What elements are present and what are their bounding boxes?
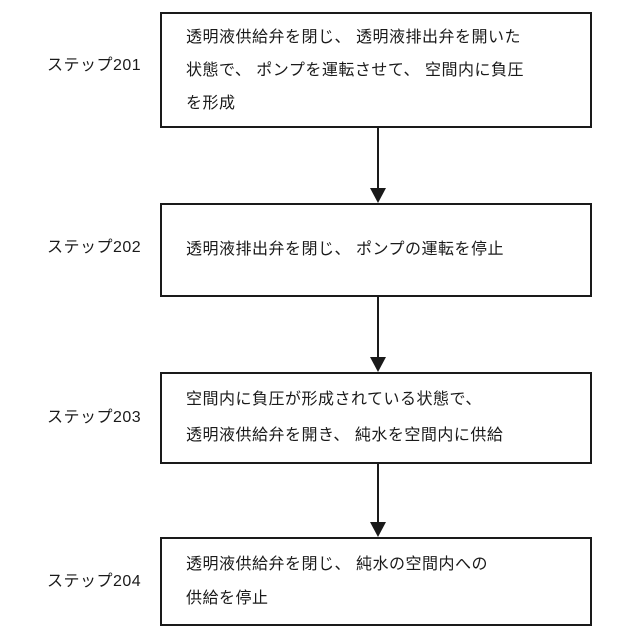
- process-box-203: 空間内に負圧が形成されている状態で、 透明液供給弁を開き、 純水を空間内に供給: [160, 372, 592, 464]
- box-text-line: 透明液排出弁を閉じ、 ポンプの運転を停止: [186, 241, 504, 258]
- arrowhead-down-icon: [370, 357, 386, 372]
- arrow-shaft: [377, 128, 379, 194]
- box-text-line: 透明液供給弁を閉じ、 透明液排出弁を開いた: [186, 28, 521, 46]
- box-text-line: 供給を停止: [186, 589, 269, 607]
- step-label-203: ステップ203: [47, 409, 142, 426]
- box-text-line: 状態で、 ポンプを運転させて、 空間内に負圧: [186, 61, 524, 79]
- arrow-shaft: [377, 297, 379, 363]
- box-text-line: を形成: [186, 94, 236, 112]
- box-text-line: 透明液供給弁を開き、 純水を空間内に供給: [186, 427, 504, 444]
- process-box-204: 透明液供給弁を閉じ、 純水の空間内への 供給を停止: [160, 537, 592, 626]
- arrowhead-down-icon: [370, 188, 386, 203]
- step-label-201: ステップ201: [47, 57, 142, 74]
- down-arrow-1: [369, 128, 387, 203]
- arrow-shaft: [377, 464, 379, 528]
- arrowhead-down-icon: [370, 522, 386, 537]
- box-text-line: 透明液供給弁を閉じ、 純水の空間内への: [186, 555, 488, 573]
- step-label-204: ステップ204: [47, 573, 142, 590]
- process-box-202: 透明液排出弁を閉じ、 ポンプの運転を停止: [160, 203, 592, 297]
- process-box-201: 透明液供給弁を閉じ、 透明液排出弁を開いた 状態で、 ポンプを運転させて、 空間…: [160, 12, 592, 128]
- down-arrow-2: [369, 297, 387, 372]
- step-label-202: ステップ202: [47, 239, 142, 256]
- box-text-line: 空間内に負圧が形成されている状態で、: [186, 391, 482, 408]
- down-arrow-3: [369, 464, 387, 537]
